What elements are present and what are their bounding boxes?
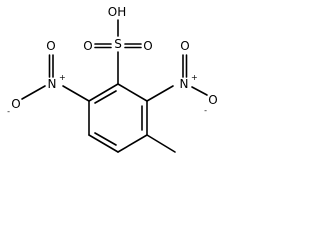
nitrogen-left-label: N: [48, 77, 57, 91]
nitro-left-oxygen-minus-label: O: [11, 97, 20, 111]
nitro-right-oxygen-top-label: O: [180, 39, 189, 53]
nitro-left-oxygen-top-label: O: [46, 39, 55, 53]
chemical-structure-diagram: S OH O O N + O O - N + O O -: [7, 5, 218, 153]
c-n-left-bond: [62, 85, 90, 102]
nitro-left-oxygen-charge: -: [7, 107, 10, 116]
sulfonic-acid-group: S OH O O: [83, 5, 153, 85]
nitrogen-right-charge: +: [191, 73, 198, 82]
n-o-right-minus-bond: [191, 86, 208, 96]
nitro-right-oxygen-charge: -: [204, 106, 207, 115]
nitrogen-right-label: N: [180, 77, 189, 91]
methyl-bond: [146, 134, 176, 153]
structure-canvas: S OH O O N + O O - N + O O -: [7, 5, 218, 153]
ring-double-bond-inner-c4-c5: [94, 132, 117, 146]
nitro-right-oxygen-minus-label: O: [208, 93, 217, 107]
nitro-group-left: N + O O -: [7, 39, 90, 116]
benzene-ring: [88, 83, 148, 153]
ring-double-bond-inner-c6-c1: [94, 90, 117, 104]
sulfur-atom-label: S: [114, 37, 122, 51]
hydroxyl-label: OH: [108, 5, 126, 19]
nitrogen-left-charge: +: [59, 73, 66, 82]
sulfonyl-oxygen-right-label: O: [143, 39, 152, 53]
nitro-group-right: N + O O -: [146, 39, 218, 115]
n-o-left-minus-bond: [21, 85, 46, 100]
ring-bond-c1-c2: [117, 83, 148, 102]
ring-bond-c6-c1: [88, 83, 119, 102]
c-n-right-bond: [146, 85, 174, 102]
ring-bond-c4-c5: [88, 134, 119, 153]
ring-bond-c3-c4: [117, 134, 148, 153]
sulfonyl-oxygen-left-label: O: [83, 39, 92, 53]
